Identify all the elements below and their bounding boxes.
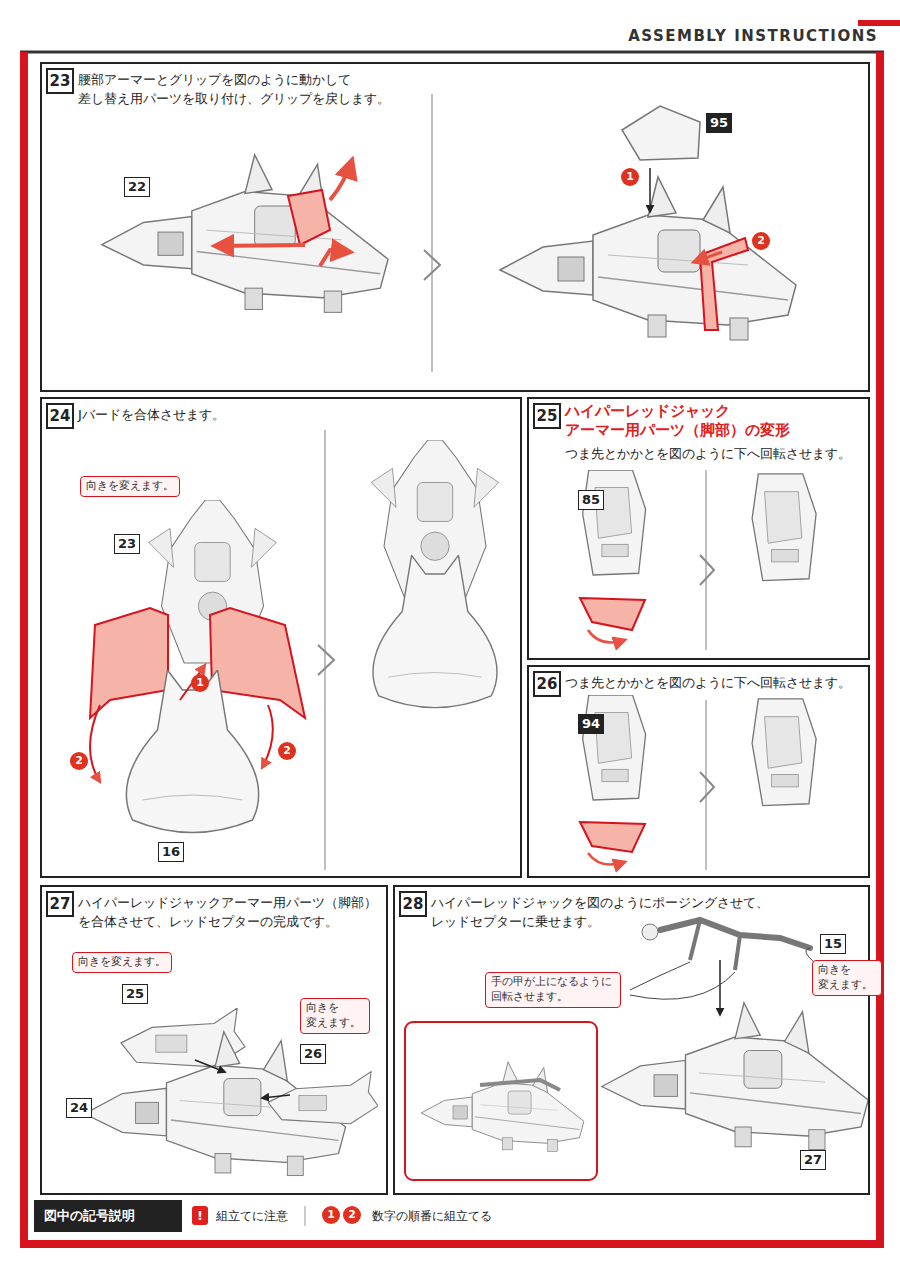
part-number-text: 16 [162,843,180,861]
note-callout: 手の甲が上になるように 回転させます。 [485,972,621,1008]
part-number: 15 [820,934,846,954]
part-number: 27 [800,1150,826,1170]
part-number: 95 [706,113,732,133]
order-number: 1 [191,674,209,692]
step-instruction: 腰部アーマーとグリップを図のように動かして 差し替え用パーツを取り付け、グリップ… [78,71,393,109]
step-heading: ハイパーレッドジャック アーマー用パーツ（脚部）の変形 [565,402,793,440]
step-panel: 23腰部アーマーとグリップを図のように動かして 差し替え用パーツを取り付け、グリ… [40,62,870,392]
part-number-text: 15 [824,935,842,953]
step-panel: 24Jバードを合体させます。向きを変えます。 23 1 2 2 16 [40,397,522,878]
legend-text: 組立てに注意 [216,1208,288,1225]
part-number: 16 [158,842,184,862]
step-number: 28 [399,891,427,917]
order-marker: 2 [70,752,88,770]
note-callout: 向きを変えます。 [80,476,180,497]
note-callout: 向きを 変えます。 [812,960,882,996]
step-instruction: つま先とかかとを図のように下へ回転させます。 [565,674,851,693]
part-number: 22 [124,177,150,197]
step-panel: 28ハイパーレッドジャックを図のようにポージングさせて、 レッドセプターに乗せま… [393,885,870,1195]
part-number: 23 [114,534,140,554]
callout-text: 向きを 変えます。 [306,1001,364,1031]
part-number: 26 [300,1044,326,1064]
step-instruction: つま先とかかとを図のように下へ回転させます。 [565,445,851,464]
step-number: 27 [46,891,74,917]
step-number: 24 [46,403,74,429]
part-number-text: 23 [118,535,136,553]
callout-text: 向きを 変えます。 [818,963,876,993]
legend-heading: 図中の記号説明 [44,1207,135,1225]
step-panel: 25ハイパーレッドジャック アーマー用パーツ（脚部）の変形つま先とかかとを図のよ… [527,397,870,660]
part-number-text: 95 [710,114,728,132]
part-number-text: 26 [304,1045,322,1063]
step-instruction: ハイパーレッドジャックアーマー用パーツ（脚部） を合体させて、レッドセプターの完… [78,894,380,932]
callout-text: 向きを変えます。 [78,955,166,970]
part-number-text: 85 [582,491,600,509]
order-marker: 2 [752,232,770,250]
order-marker: 1 [191,674,209,692]
part-number-text: 27 [804,1151,822,1169]
legend: 図中の記号説明! 組立てに注意 12 数字の順番に組立てる [34,1200,880,1232]
part-number-text: 25 [126,985,144,1003]
order-icon: 2 [343,1206,361,1224]
step-instruction: ハイパーレッドジャックを図のようにポージングさせて、 レッドセプターに乗せます。 [431,894,772,932]
part-number-text: 22 [128,178,146,196]
step-number: 26 [533,671,561,697]
order-icon: 1 [322,1206,340,1224]
order-number: 2 [278,742,296,760]
step-instruction: Jバードを合体させます。 [78,406,225,425]
legend-text: 数字の順番に組立てる [372,1208,492,1225]
step-panel: 26つま先とかかとを図のように下へ回転させます。 94 [527,665,870,878]
order-marker: 1 [621,168,639,186]
callout-text: 向きを変えます。 [86,479,174,494]
order-marker: 2 [278,742,296,760]
part-number: 94 [578,714,604,734]
order-number: 2 [752,232,770,250]
step-number: 25 [533,403,561,429]
callout-text: 手の甲が上になるように 回転させます。 [491,975,615,1005]
order-number: 1 [621,168,639,186]
order-number: 2 [70,752,88,770]
caution-icon: ! [192,1206,208,1225]
step-panel: 27ハイパーレッドジャックアーマー用パーツ（脚部） を合体させて、レッドセプター… [40,885,388,1195]
step-number: 23 [46,68,74,94]
page-title: ASSEMBLY INSTRUCTIONS [628,27,878,45]
part-number: 25 [122,984,148,1004]
note-callout: 向きを変えます。 [72,952,172,973]
part-number-text: 24 [70,1099,88,1117]
part-number-text: 94 [582,715,600,733]
part-number: 24 [66,1098,92,1118]
part-number: 85 [578,490,604,510]
note-callout: 向きを 変えます。 [300,998,370,1034]
